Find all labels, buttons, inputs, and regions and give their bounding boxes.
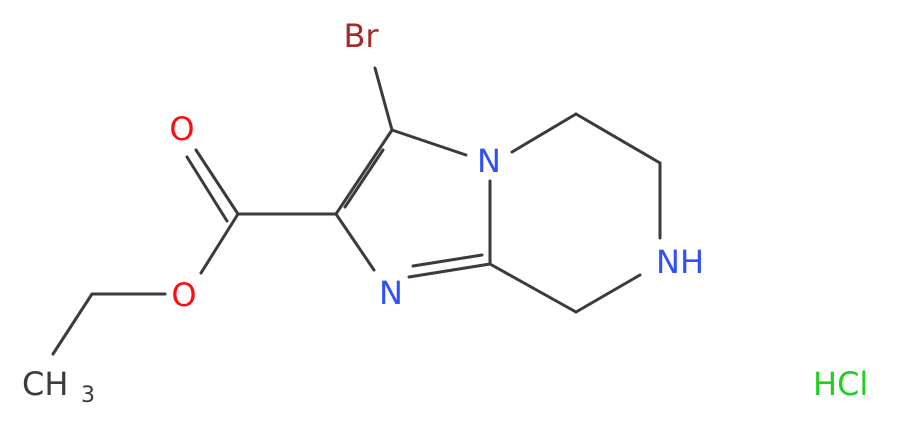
bond-c5-c6 <box>574 112 662 165</box>
bond-c3-br <box>373 66 394 132</box>
bond-c-o-double-inner <box>185 155 229 223</box>
atom-labels: Br O O N N NH CH 3 HCl <box>22 17 868 408</box>
atom-imidazole-nitrogen: N <box>379 274 403 312</box>
bond-c-o-single <box>199 212 240 275</box>
bond-c2-n1 <box>334 212 376 272</box>
bond-c-o-double <box>194 148 240 216</box>
bond-ch2-ch3 <box>51 292 94 356</box>
salt-hydrochloride: HCl <box>813 365 868 403</box>
atom-methyl-carbon: CH <box>22 365 68 403</box>
atom-carbonyl-oxygen: O <box>169 110 194 148</box>
atom-methyl-subscript: 3 <box>81 383 95 408</box>
atom-bromine: Br <box>343 17 379 55</box>
bond-n4-c5 <box>510 112 578 154</box>
bond-n1-c8a-inner <box>411 253 484 268</box>
bond-c3-c2-inner <box>343 148 385 209</box>
atom-ester-oxygen: O <box>171 276 196 314</box>
bond-c3-c2 <box>334 128 394 216</box>
bond-n7-c8 <box>574 273 642 314</box>
atom-bridgehead-nitrogen: N <box>477 142 501 180</box>
bond-lines <box>51 66 662 356</box>
bond-c8-c8a <box>488 262 578 314</box>
bond-n1-c8a <box>407 262 492 279</box>
atom-amine: NH <box>656 243 704 281</box>
bond-c3-n4 <box>390 128 468 157</box>
